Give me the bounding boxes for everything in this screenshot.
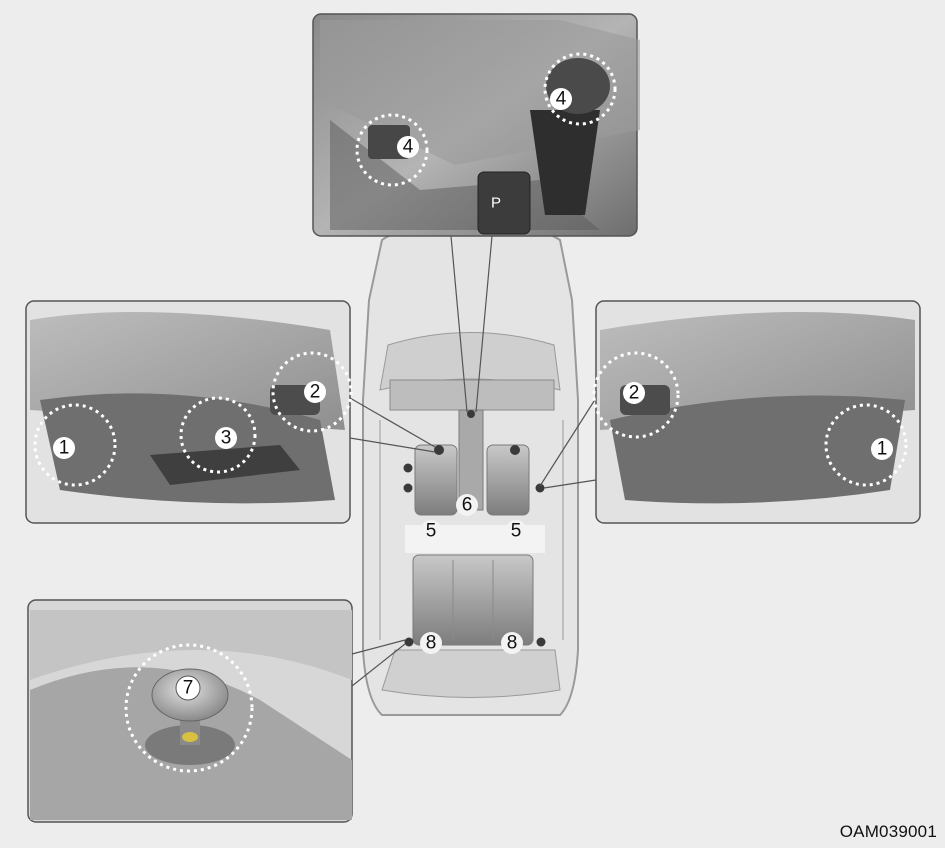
gear-p-label: P xyxy=(491,195,501,212)
door-lock-panel xyxy=(27,599,353,823)
callout-labels: 1 2 3 4 4 2 1 6 5 5 8 8 7 P xyxy=(53,88,893,701)
svg-text:7: 7 xyxy=(183,678,194,699)
driver-seat-panel xyxy=(25,300,353,524)
callout-3-left: 3 xyxy=(215,427,237,449)
svg-text:8: 8 xyxy=(426,633,437,654)
callout-2-left: 2 xyxy=(304,381,326,403)
svg-text:4: 4 xyxy=(556,89,567,110)
svg-text:6: 6 xyxy=(462,495,473,516)
svg-text:2: 2 xyxy=(310,382,321,403)
gear-shift-panel xyxy=(312,13,640,237)
pointer-lines xyxy=(349,235,597,687)
callout-2-right: 2 xyxy=(623,382,645,404)
svg-text:1: 1 xyxy=(59,438,70,459)
callout-1-left: 1 xyxy=(53,437,75,459)
callout-4-left: 4 xyxy=(397,136,419,158)
passenger-seat-panel xyxy=(592,300,921,524)
svg-text:3: 3 xyxy=(221,428,232,449)
car-top-view xyxy=(362,222,579,716)
svg-text:5: 5 xyxy=(511,521,522,542)
svg-text:1: 1 xyxy=(877,439,888,460)
callout-8-right: 8 xyxy=(501,632,523,654)
svg-text:4: 4 xyxy=(403,137,414,158)
callout-5-left: 5 xyxy=(420,520,442,542)
figure-code: OAM039001 xyxy=(839,822,937,841)
callout-1-right: 1 xyxy=(871,438,893,460)
svg-text:2: 2 xyxy=(629,383,640,404)
svg-text:8: 8 xyxy=(507,633,518,654)
callout-6: 6 xyxy=(456,494,478,516)
svg-text:5: 5 xyxy=(426,521,437,542)
callout-5-right: 5 xyxy=(505,520,527,542)
callout-8-left: 8 xyxy=(420,632,442,654)
callout-7: 7 xyxy=(175,675,201,701)
callout-4-right: 4 xyxy=(550,88,572,110)
